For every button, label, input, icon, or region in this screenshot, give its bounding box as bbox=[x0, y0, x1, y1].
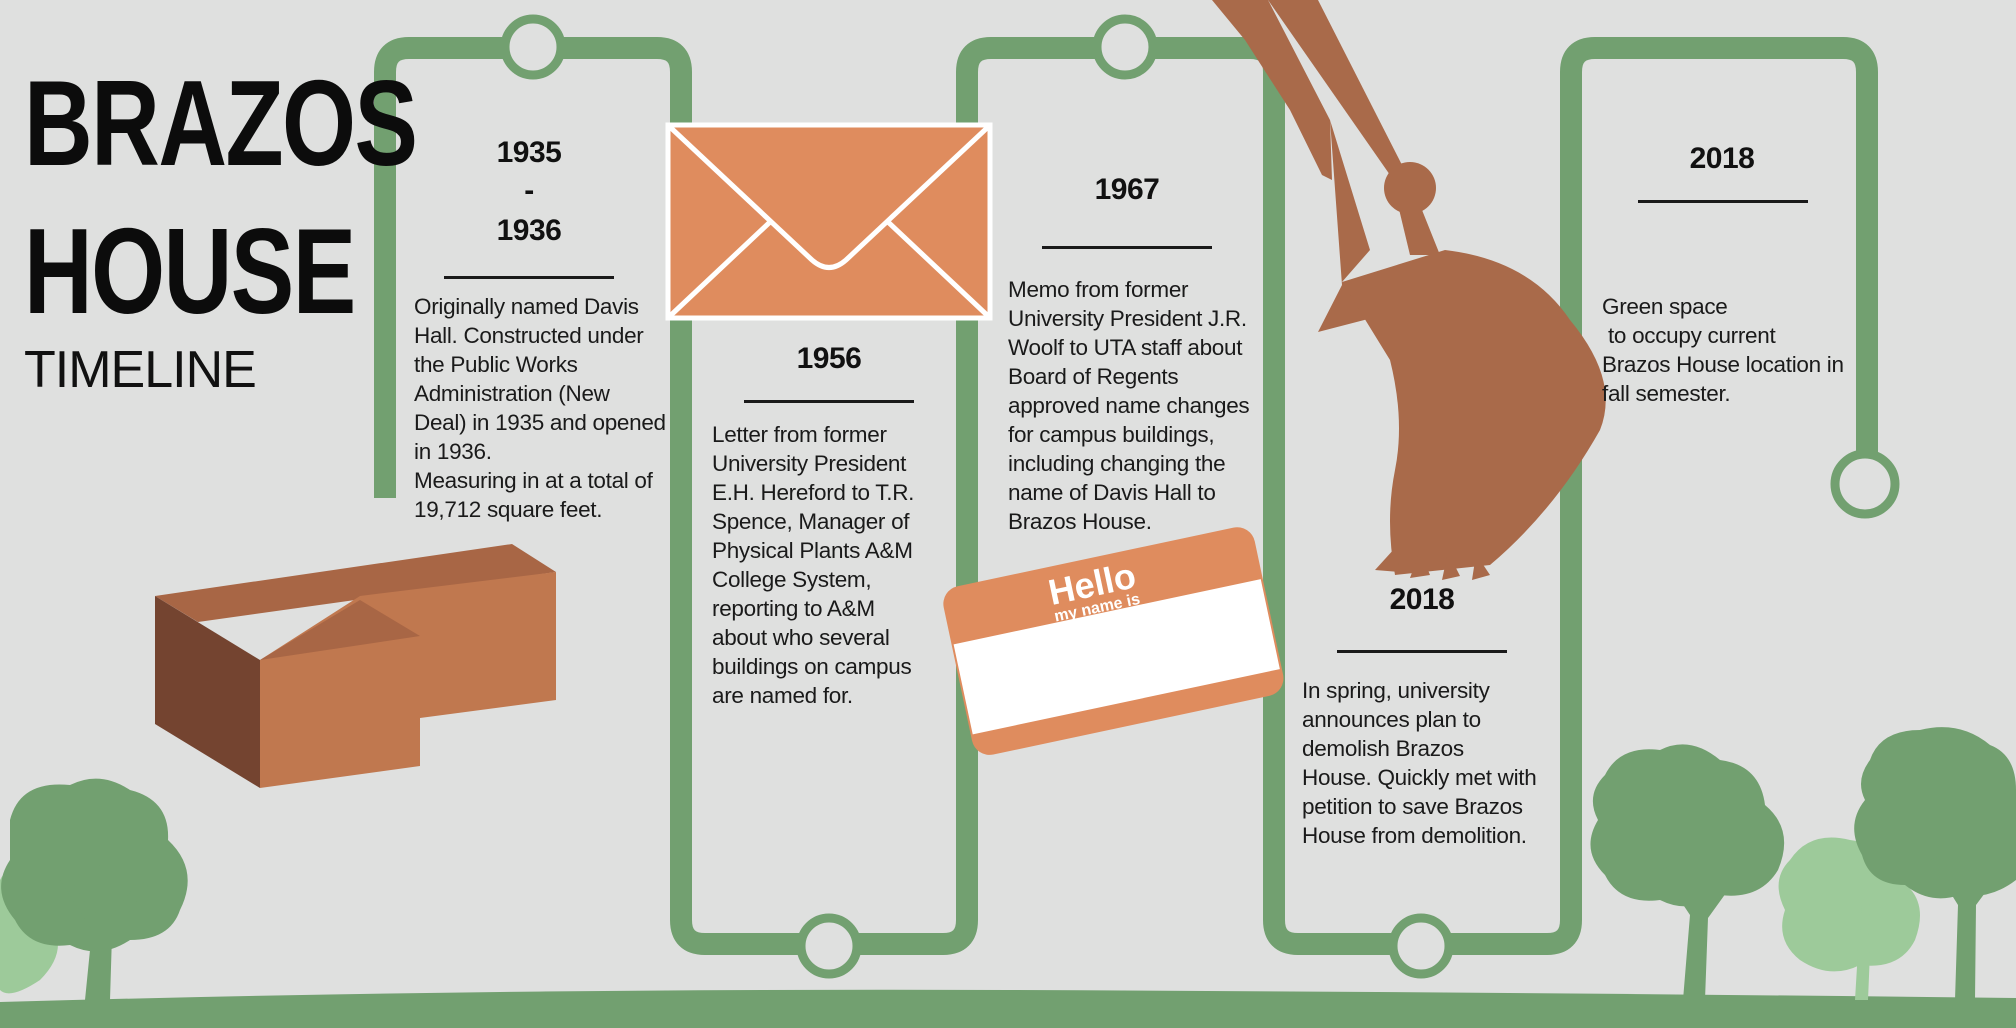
entry-year: 2018 bbox=[1389, 583, 1455, 616]
entry-divider bbox=[744, 400, 914, 403]
title-brazos: BRAZOS bbox=[24, 55, 418, 191]
brick-icon bbox=[155, 544, 556, 788]
timeline-node bbox=[796, 913, 862, 979]
timeline-node bbox=[1388, 913, 1454, 979]
entry-year: 1967 bbox=[1094, 173, 1160, 206]
name-tag-icon: Hello my name is bbox=[943, 527, 1284, 755]
entry-divider bbox=[444, 276, 614, 279]
entry-divider bbox=[1638, 200, 1808, 203]
title-house: HOUSE bbox=[24, 203, 356, 339]
excavator-arm-icon bbox=[1212, 0, 1606, 580]
envelope-icon bbox=[665, 122, 993, 321]
entry-divider bbox=[1042, 246, 1212, 249]
tree-icon bbox=[0, 778, 188, 1000]
timeline-node bbox=[1830, 449, 1900, 519]
entry-divider bbox=[1337, 650, 1507, 653]
timeline-node bbox=[1092, 14, 1158, 80]
entry-year-dash: - bbox=[524, 174, 534, 207]
title-timeline: TIMELINE bbox=[24, 341, 257, 399]
timeline-nodes bbox=[500, 14, 1900, 979]
entry-year: 1956 bbox=[796, 342, 862, 375]
entry-year-start: 1935 bbox=[496, 136, 562, 169]
timeline-node bbox=[500, 14, 566, 80]
tree-icon bbox=[1590, 727, 2016, 1000]
ground bbox=[0, 989, 2016, 1028]
entry-year: 2018 bbox=[1689, 142, 1755, 175]
entry-year-end: 1936 bbox=[496, 214, 562, 247]
